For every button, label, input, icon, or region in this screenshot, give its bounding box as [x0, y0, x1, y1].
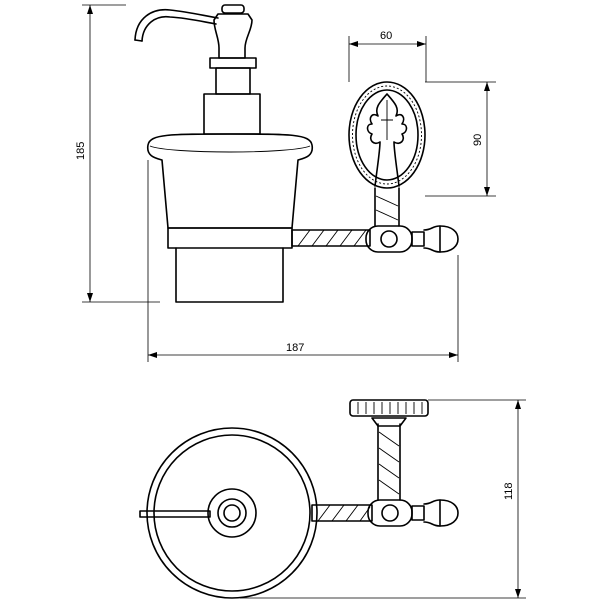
- plate-height-label: 90: [472, 134, 484, 146]
- wall-plate: [348, 81, 426, 189]
- depth-dimension: 118: [240, 399, 526, 599]
- front-view: 185 187 60 90: [75, 4, 496, 362]
- bowl-top: [146, 427, 318, 599]
- pump-top: [207, 488, 257, 538]
- top-view: 118: [139, 399, 526, 599]
- arm-top: [311, 504, 373, 522]
- pump-spout: [134, 9, 219, 42]
- pump-head: [209, 4, 257, 95]
- holder-ring: [167, 227, 293, 249]
- height-dimension: 185: [75, 4, 160, 303]
- depth-label: 118: [503, 482, 515, 500]
- wall-stem: [374, 187, 400, 227]
- twisted-arm: [291, 229, 371, 247]
- dispenser-glass: [146, 133, 314, 303]
- knob-top: [367, 499, 459, 527]
- spout-top: [139, 510, 211, 518]
- plate-height-dimension: 90: [425, 81, 496, 197]
- plate-width-label: 60: [380, 30, 392, 42]
- stem-top: [371, 417, 407, 501]
- pump-collar: [203, 93, 261, 135]
- wall-plate-top: [349, 399, 429, 417]
- connector-knob: [365, 225, 425, 253]
- width-dimension: 187: [147, 160, 459, 362]
- finial: [423, 225, 459, 253]
- width-label: 187: [286, 342, 304, 354]
- plate-width-dimension: 60: [348, 30, 427, 82]
- height-label: 185: [75, 142, 87, 160]
